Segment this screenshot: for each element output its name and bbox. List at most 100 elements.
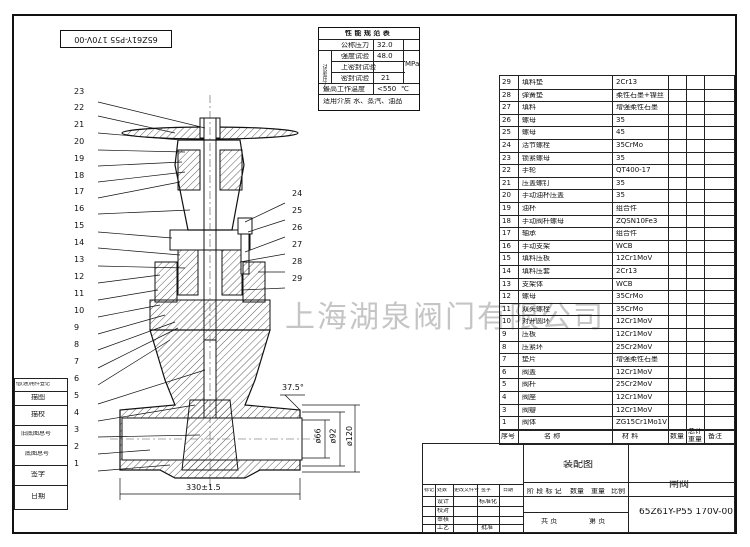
bom-header-name: 名 称 — [544, 433, 561, 440]
bom-row-number: 21 — [502, 179, 511, 187]
perf-row-value: 21 — [381, 75, 390, 82]
perf-row-label: 公称压力 — [341, 42, 369, 49]
bom-row-name: 压紧环 — [522, 343, 543, 351]
title-role-label: 标准化 — [479, 499, 498, 505]
bom-header-qty: 数量 — [670, 433, 684, 440]
bom-row-material: 增强柔性石墨 — [616, 356, 658, 364]
title-role-label: 校对 — [437, 508, 450, 514]
callout-number: 10 — [74, 306, 85, 315]
perf-row-label: 最高工作温度 — [323, 86, 365, 93]
bom-row-name: 阀座 — [522, 394, 536, 401]
bom-row-name: 活节螺栓 — [522, 142, 550, 149]
bom-row-number: 4 — [502, 394, 507, 401]
callout-number: 5 — [74, 391, 80, 400]
bom-row-name: 对开圆环 — [522, 318, 550, 326]
title-role-label: 批准 — [481, 525, 494, 531]
bom-row-material: 12Cr1MoV — [616, 394, 653, 401]
bom-row-name: 轴承 — [522, 230, 536, 238]
bom-row-material: 12Cr1MoV — [616, 255, 653, 263]
callout-number: 18 — [74, 171, 85, 180]
bom-header-no: 序号 — [501, 433, 515, 440]
bom-row-number: 8 — [502, 343, 507, 351]
side-registration-strip: 借(通)用件登记 描图 描校 旧底图总号 底图总号 签字 日期 — [14, 378, 68, 510]
callout-number: 3 — [74, 425, 80, 434]
callout-number: 2 — [74, 442, 80, 451]
bom-row-number: 26 — [502, 116, 511, 124]
performance-spec-table: 性 能 规 范 表 公称压力 32.0 试验压力 强度试验 48.0 上密封试验… — [318, 27, 420, 111]
side-strip-label: 日期 — [31, 493, 45, 500]
side-strip-label: 底图总号 — [25, 451, 50, 457]
title-left-label: 日期 — [503, 488, 514, 493]
callout-number: 9 — [74, 323, 80, 332]
bom-header-weight: 重量 — [688, 436, 702, 443]
bom-row-number: 17 — [502, 230, 511, 238]
callout-number: 22 — [74, 103, 85, 112]
bom-row-material: 组合件 — [616, 205, 637, 212]
bom-row-name: 填料压套 — [522, 268, 550, 275]
title-role-label: 工艺 — [437, 525, 450, 531]
bom-row-material: 25Cr2MoV — [616, 343, 653, 351]
bom-row-number: 7 — [502, 356, 507, 364]
title-role-label: 设计 — [437, 499, 450, 505]
callout-number: 8 — [74, 340, 80, 349]
callout-number: 28 — [292, 257, 303, 266]
bom-row-name: 支架体 — [522, 280, 543, 288]
side-strip-label: 描图 — [31, 394, 45, 401]
callout-number: 14 — [74, 238, 85, 247]
bom-row-number: 5 — [502, 381, 507, 389]
title-bottom-label: 共 页 — [541, 518, 558, 525]
callout-number: 12 — [74, 272, 85, 281]
bom-row-name: 锁紧螺母 — [522, 154, 550, 162]
title-bottom-label: 第 页 — [589, 518, 606, 525]
bom-row-material: ZG15Cr1Mo1V — [616, 419, 667, 427]
bom-row-number: 14 — [502, 268, 511, 275]
side-strip-label: 旧底图总号 — [21, 431, 52, 437]
bom-row-material: 25Cr2MoV — [616, 381, 653, 389]
callout-number: 1 — [74, 459, 80, 468]
title-stage-label: 重量 — [591, 488, 605, 495]
bom-row-number: 12 — [502, 293, 511, 301]
bom-row-material: WCB — [616, 242, 633, 250]
title-left-label: 更改文件号 — [454, 488, 480, 493]
dimension-d3: ø120 — [345, 425, 355, 447]
callout-number: 15 — [74, 221, 85, 230]
bom-row-material: 12Cr1MoV — [616, 331, 653, 338]
bom-row-number: 28 — [502, 91, 511, 99]
bom-row-name: 填料垫 — [522, 79, 543, 86]
callout-number: 7 — [74, 357, 80, 366]
company-watermark: 上海湖泉阀门有限公司 — [285, 300, 605, 335]
bom-row-number: 23 — [502, 154, 511, 162]
bom-row-number: 15 — [502, 255, 511, 263]
title-left-label: 签字 — [481, 488, 492, 493]
callout-number: 21 — [74, 120, 85, 129]
perf-group-label: 试验压力 — [321, 64, 327, 88]
bom-row-number: 1 — [502, 419, 507, 427]
perf-pressure-unit: MPa — [405, 61, 420, 68]
bom-row-number: 19 — [502, 205, 511, 212]
bom-row-material: 35 — [616, 116, 625, 124]
bom-row-number: 6 — [502, 368, 507, 376]
bom-row-material: 45 — [616, 129, 625, 137]
perf-row-value: <550 — [377, 86, 397, 93]
title-left-label: 处数 — [437, 488, 448, 493]
title-drawing-number: 65Z61Y-P55 170V-00 — [639, 508, 733, 517]
bom-row-number: 9 — [502, 331, 507, 338]
dimension-d1: ø66 — [313, 428, 323, 444]
bom-row-name: 螺母 — [522, 293, 536, 301]
title-drawing-name: 装配图 — [563, 460, 593, 470]
side-strip-label: 签字 — [31, 471, 45, 478]
callout-number: 29 — [292, 274, 303, 283]
bom-row-name: 手动油杯压盖 — [522, 192, 564, 200]
callout-number: 16 — [74, 204, 85, 213]
title-role-label: 审核 — [437, 517, 450, 523]
bom-row-number: 20 — [502, 192, 511, 200]
bom-row-name: 油杯 — [522, 205, 536, 212]
callout-number: 17 — [74, 187, 85, 196]
dimension-length: 330±1.5 — [186, 483, 221, 492]
bom-row-name: 手动阀杆螺母 — [522, 217, 564, 225]
bom-header-material: 材 料 — [622, 433, 639, 440]
perf-row-unit: ℃ — [401, 86, 409, 93]
title-stage-label: 阶 段 标 记 — [527, 488, 562, 495]
bom-row-material: 12Cr1MoV — [616, 318, 653, 326]
